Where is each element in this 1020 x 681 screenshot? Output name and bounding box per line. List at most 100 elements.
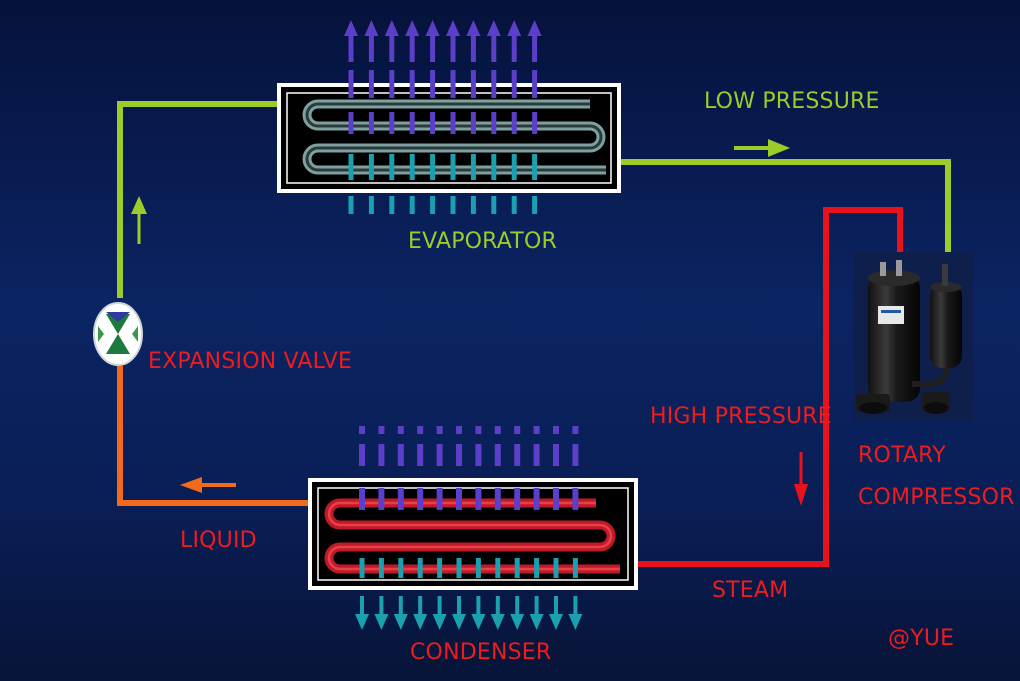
- air-dash: [572, 488, 579, 510]
- air-arrow-head: [507, 20, 522, 36]
- air-dash: [511, 70, 517, 98]
- air-arrow-head: [446, 20, 460, 36]
- air-arrow-head: [364, 20, 379, 36]
- air-dash: [475, 444, 482, 466]
- air-dash: [534, 558, 540, 578]
- air-dash: [456, 558, 462, 578]
- air-dash: [491, 70, 497, 98]
- air-dash: [417, 444, 424, 466]
- air-dash: [348, 70, 354, 98]
- air-dash: [397, 444, 404, 466]
- air-dash: [532, 112, 538, 134]
- air-dash: [514, 426, 521, 434]
- air-dash: [348, 154, 354, 180]
- air-dash: [450, 154, 456, 180]
- air-dash: [495, 558, 501, 578]
- air-dash: [378, 426, 385, 434]
- air-dash: [553, 558, 559, 578]
- air-dash: [436, 488, 443, 510]
- air-dash: [378, 488, 385, 510]
- air-arrow-head: [393, 614, 408, 630]
- air-arrow-head: [384, 20, 399, 36]
- air-dash: [514, 558, 520, 578]
- air-dash: [494, 426, 501, 434]
- air-dash: [511, 112, 517, 134]
- air-dash: [368, 112, 374, 134]
- air-arrow-head: [490, 614, 505, 630]
- air-dash: [417, 488, 424, 510]
- air-dash: [430, 112, 436, 134]
- high-pressure-line: [636, 207, 903, 567]
- air-dash: [430, 154, 436, 180]
- compressor-label: COMPRESSOR: [858, 485, 1015, 510]
- air-arrow-head: [568, 614, 583, 630]
- air-arrow-head: [413, 614, 428, 630]
- air-dash: [494, 488, 501, 510]
- air-dash: [470, 70, 476, 98]
- air-dash: [436, 444, 443, 466]
- air-dash: [359, 558, 365, 578]
- air-dash: [430, 196, 436, 214]
- air-dash: [389, 154, 395, 180]
- air-dash: [511, 196, 517, 214]
- air-dash: [475, 488, 482, 510]
- air-dash: [450, 196, 456, 214]
- air-dash: [430, 70, 436, 98]
- air-dash: [456, 488, 462, 510]
- air-arrow-head: [527, 20, 542, 36]
- air-dash: [437, 558, 443, 578]
- air-dash: [470, 154, 476, 180]
- air-dash: [359, 444, 365, 466]
- air-dash: [494, 444, 501, 466]
- air-arrow-head: [529, 614, 544, 630]
- evaporator-unit: [277, 20, 621, 214]
- air-dash: [514, 488, 521, 510]
- air-arrow-head: [355, 614, 369, 630]
- air-dash: [409, 70, 415, 98]
- liquid-label: LIQUID: [180, 528, 257, 553]
- evaporator-airflow-out: [344, 20, 542, 134]
- air-dash: [409, 154, 415, 180]
- air-arrow-head: [471, 614, 486, 630]
- air-arrow-head: [486, 20, 501, 36]
- air-arrow-head: [549, 614, 563, 630]
- watermark: @YUE: [888, 626, 955, 651]
- air-dash: [378, 444, 385, 466]
- air-dash: [553, 444, 559, 466]
- air-dash: [491, 154, 497, 180]
- air-arrow-head: [344, 20, 358, 36]
- air-dash: [533, 444, 540, 466]
- air-dash: [470, 112, 476, 134]
- air-arrow-head: [425, 20, 440, 36]
- air-dash: [470, 196, 476, 214]
- expansion-valve-icon: [93, 302, 143, 366]
- rotary-label: ROTARY: [858, 443, 946, 468]
- air-dash: [368, 196, 374, 214]
- evaporator-airflow-in: [348, 154, 538, 214]
- air-dash: [417, 558, 423, 578]
- air-arrow-head: [466, 20, 481, 36]
- air-dash: [397, 488, 404, 510]
- air-arrow-head: [432, 614, 447, 630]
- air-dash: [348, 112, 354, 134]
- air-dash: [475, 426, 482, 434]
- air-dash: [368, 154, 374, 180]
- flow-arrow-icon: [794, 452, 808, 506]
- air-dash: [436, 426, 443, 434]
- air-dash: [378, 558, 384, 578]
- compressor-icon: [853, 252, 973, 422]
- condenser-unit: [308, 426, 638, 630]
- air-dash: [532, 196, 538, 214]
- condenser-label: CONDENSER: [410, 640, 552, 665]
- air-dash: [491, 112, 497, 134]
- air-dash: [553, 488, 559, 510]
- low-pressure-label: LOW PRESSURE: [704, 89, 880, 114]
- air-dash: [532, 70, 538, 98]
- air-dash: [398, 558, 404, 578]
- air-arrow-head: [510, 614, 525, 630]
- air-dash: [475, 558, 481, 578]
- air-dash: [389, 196, 395, 214]
- air-dash: [389, 112, 395, 134]
